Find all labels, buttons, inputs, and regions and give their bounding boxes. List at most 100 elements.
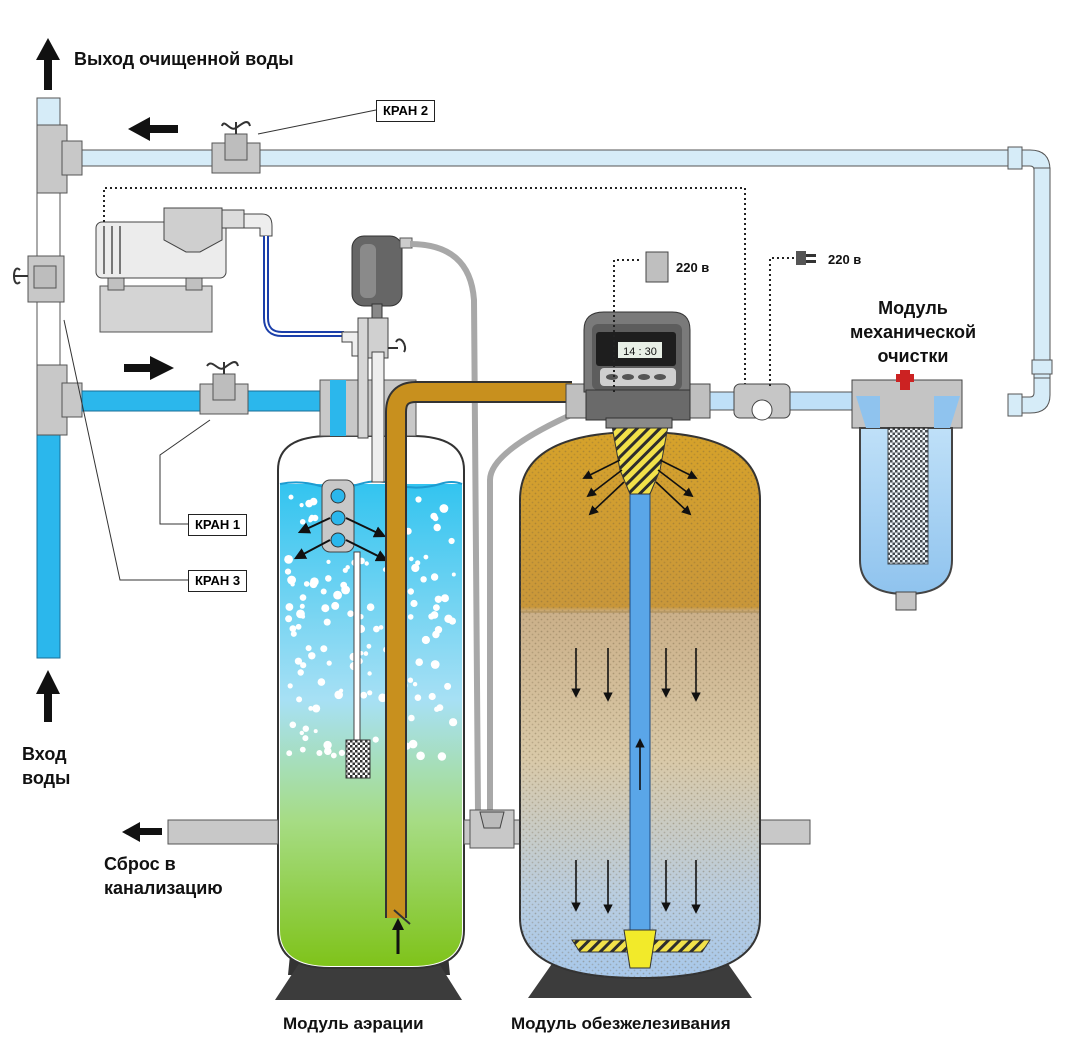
air-bubble bbox=[373, 625, 380, 633]
input-label-line2: воды bbox=[22, 768, 71, 788]
mech-module-label-line1: Модуль bbox=[878, 298, 948, 318]
power-wire-2 bbox=[769, 257, 798, 386]
air-bubble bbox=[367, 671, 372, 676]
air-bubble bbox=[300, 662, 307, 669]
air-bubble bbox=[302, 735, 309, 742]
flow-arrows bbox=[571, 459, 701, 914]
air-bubble bbox=[409, 556, 414, 562]
air-bubble bbox=[341, 585, 350, 595]
air-bubble bbox=[366, 603, 375, 611]
air-bubble bbox=[378, 693, 387, 703]
drain-label-line1: Сброс в bbox=[104, 854, 176, 874]
input-label-line1: Вход bbox=[22, 744, 67, 764]
air-bubble bbox=[295, 623, 302, 630]
output-label: Выход очищенной воды bbox=[74, 49, 294, 69]
valve-3-icon bbox=[13, 255, 65, 303]
air-bubble bbox=[364, 561, 369, 566]
air-bubble bbox=[287, 575, 296, 585]
control-wire bbox=[103, 187, 746, 392]
arrow-icon-drain bbox=[122, 822, 162, 842]
arrow-icon-input bbox=[36, 670, 60, 722]
air-bubble bbox=[308, 518, 313, 523]
air-bubble bbox=[363, 651, 369, 656]
aeration-module-label: Модуль аэрации bbox=[283, 1014, 424, 1033]
air-bubble bbox=[289, 721, 297, 729]
air-bubble bbox=[415, 560, 421, 566]
air-bubble bbox=[330, 752, 337, 759]
arrow-icon-input-flow bbox=[124, 356, 174, 380]
air-bubble bbox=[317, 678, 326, 686]
air-bubble bbox=[415, 496, 422, 503]
air-bubble bbox=[430, 660, 440, 669]
air-bubble bbox=[432, 630, 440, 639]
air-bubble bbox=[290, 582, 295, 587]
controller-icon bbox=[565, 311, 711, 429]
power-label-meter: 220 в bbox=[828, 252, 862, 267]
air-bubble bbox=[296, 696, 303, 703]
air-bubble bbox=[286, 750, 293, 757]
air-bubble bbox=[309, 514, 315, 520]
air-bubble bbox=[302, 725, 309, 732]
air-bubble bbox=[299, 746, 306, 753]
arrow-icon-up bbox=[392, 918, 404, 954]
valve-1-icon bbox=[199, 361, 249, 415]
air-bubble bbox=[378, 625, 384, 630]
air-bubble bbox=[320, 588, 327, 595]
air-bubble bbox=[331, 601, 340, 610]
air-bubble bbox=[439, 504, 449, 513]
arrow-icon-output bbox=[36, 38, 60, 90]
air-bubble bbox=[367, 690, 373, 696]
air-bubble bbox=[416, 751, 425, 761]
air-bubble bbox=[294, 657, 302, 665]
air-bubble bbox=[448, 617, 456, 625]
air-bubble bbox=[296, 609, 305, 619]
air-bubble bbox=[408, 714, 415, 722]
air-bubble bbox=[432, 515, 439, 522]
air-bubble bbox=[308, 652, 316, 660]
air-bubble bbox=[285, 603, 294, 611]
air-bubble bbox=[323, 618, 331, 626]
air-bubble bbox=[299, 730, 304, 736]
flow-meter-icon bbox=[733, 383, 791, 421]
air-bubble bbox=[338, 749, 345, 757]
power-wire-1 bbox=[613, 259, 640, 392]
outlet-pipe-top bbox=[36, 97, 61, 129]
air-bubble bbox=[407, 677, 414, 683]
mech-module-label-line2: механической bbox=[849, 322, 977, 342]
air-bubble bbox=[326, 559, 331, 565]
air-bubble bbox=[299, 503, 304, 508]
mechanical-filter bbox=[851, 370, 963, 611]
air-bubble bbox=[339, 688, 344, 693]
drain-hose bbox=[409, 241, 481, 813]
compressor-icon bbox=[95, 207, 273, 333]
air-bubble bbox=[448, 537, 455, 545]
air-bubble bbox=[428, 613, 435, 620]
air-bubble bbox=[290, 630, 297, 637]
aeration-valve-assembly bbox=[341, 235, 413, 359]
air-bubble bbox=[305, 499, 313, 508]
arrow-icon-output-flow bbox=[128, 117, 178, 141]
air-bubble bbox=[420, 576, 427, 583]
air-bubble bbox=[326, 660, 332, 666]
air-bubble bbox=[436, 704, 444, 711]
air-bubble bbox=[284, 568, 292, 575]
air-bubble bbox=[412, 682, 418, 687]
air-bubble bbox=[310, 577, 319, 586]
air-bubble bbox=[288, 494, 294, 500]
air-diffuser bbox=[345, 739, 371, 779]
air-bubble bbox=[347, 610, 354, 617]
air-bubble bbox=[433, 604, 440, 611]
air-bubble bbox=[312, 704, 321, 713]
inlet-pipe-vertical bbox=[36, 429, 61, 659]
air-hose bbox=[263, 236, 344, 337]
air-bubble bbox=[451, 572, 456, 577]
air-bubble bbox=[366, 643, 372, 649]
air-bubble bbox=[333, 590, 342, 600]
air-bubble bbox=[299, 594, 307, 601]
air-bubble bbox=[299, 603, 305, 609]
air-bubble bbox=[316, 750, 323, 756]
air-bubble bbox=[407, 614, 414, 620]
mech-module-label-line3: очистки bbox=[877, 346, 949, 366]
valve-3-label: КРАН 3 bbox=[188, 570, 248, 592]
